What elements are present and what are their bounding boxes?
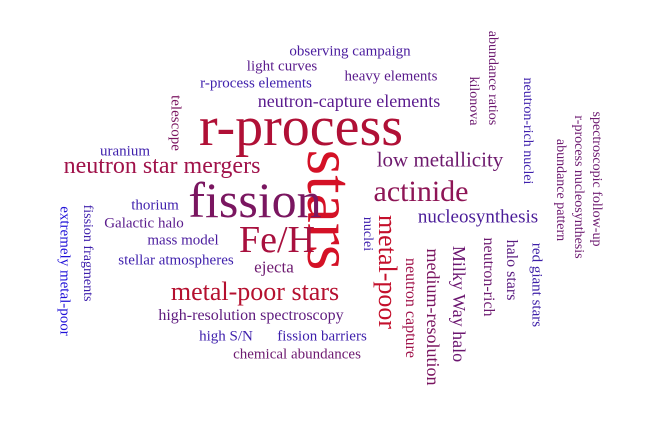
word-extremely-metal-poor: extremely metal-poor: [56, 206, 73, 336]
word-neutron-star-mergers: neutron star mergers: [63, 153, 261, 179]
word-neutron-capture-elements: neutron-capture elements: [257, 91, 441, 111]
word-milky-way-halo: Milky Way halo: [449, 245, 469, 363]
word-metal-poor: metal-poor: [373, 214, 402, 330]
word-neutron-rich-nuclei: neutron-rich nuclei: [520, 77, 535, 185]
word-low-metallicity: low metallicity: [376, 147, 504, 172]
word-neutron-rich: neutron-rich: [480, 237, 497, 317]
word-abundance-pattern: abundance pattern: [553, 138, 568, 242]
word-actinide: actinide: [373, 175, 469, 208]
word-telescope: telescope: [167, 95, 184, 151]
word-fission-fragments: fission fragments: [80, 204, 95, 302]
word-ejecta: ejecta: [254, 257, 294, 277]
word-stellar-atmospheres: stellar atmospheres: [118, 252, 234, 269]
word-nuclei: nuclei: [360, 216, 375, 252]
word-high-resolution-spectroscopy: high-resolution spectroscopy: [158, 307, 344, 324]
word-metal-poor-stars: metal-poor stars: [170, 277, 340, 306]
word-thorium: thorium: [131, 197, 179, 214]
word-r-process-elements: r-process elements: [200, 75, 312, 92]
word-spectroscopic-follow-up: spectroscopic follow-up: [589, 111, 604, 247]
word-fission-barriers: fission barriers: [277, 328, 367, 345]
word-fe-h: Fe/H: [239, 219, 315, 261]
word-neutron-capture: neutron capture: [402, 258, 419, 358]
word-halo-stars: halo stars: [503, 239, 520, 301]
word-mass-model: mass model: [147, 232, 219, 249]
word-galactic-halo: Galactic halo: [104, 215, 184, 232]
word-observing-campaign: observing campaign: [289, 43, 411, 60]
word-high-s-n: high S/N: [199, 328, 253, 345]
word-red-giant-stars: red giant stars: [528, 242, 545, 328]
word-r-process: r-process: [198, 96, 404, 158]
word-r-process-nucleosynthesis: r-process nucleosynthesis: [571, 115, 586, 259]
word-heavy-elements: heavy elements: [344, 68, 438, 85]
word-light-curves: light curves: [246, 58, 318, 75]
word-kilonova: kilonova: [466, 76, 481, 126]
word-chemical-abundances: chemical abundances: [233, 346, 361, 363]
word-uranium: uranium: [100, 143, 150, 160]
word-fission: fission: [188, 172, 322, 228]
word-abundance-ratios: abundance ratios: [485, 30, 500, 126]
word-nucleosynthesis: nucleosynthesis: [417, 206, 539, 228]
word-medium-resolution: medium-resolution: [423, 248, 443, 386]
